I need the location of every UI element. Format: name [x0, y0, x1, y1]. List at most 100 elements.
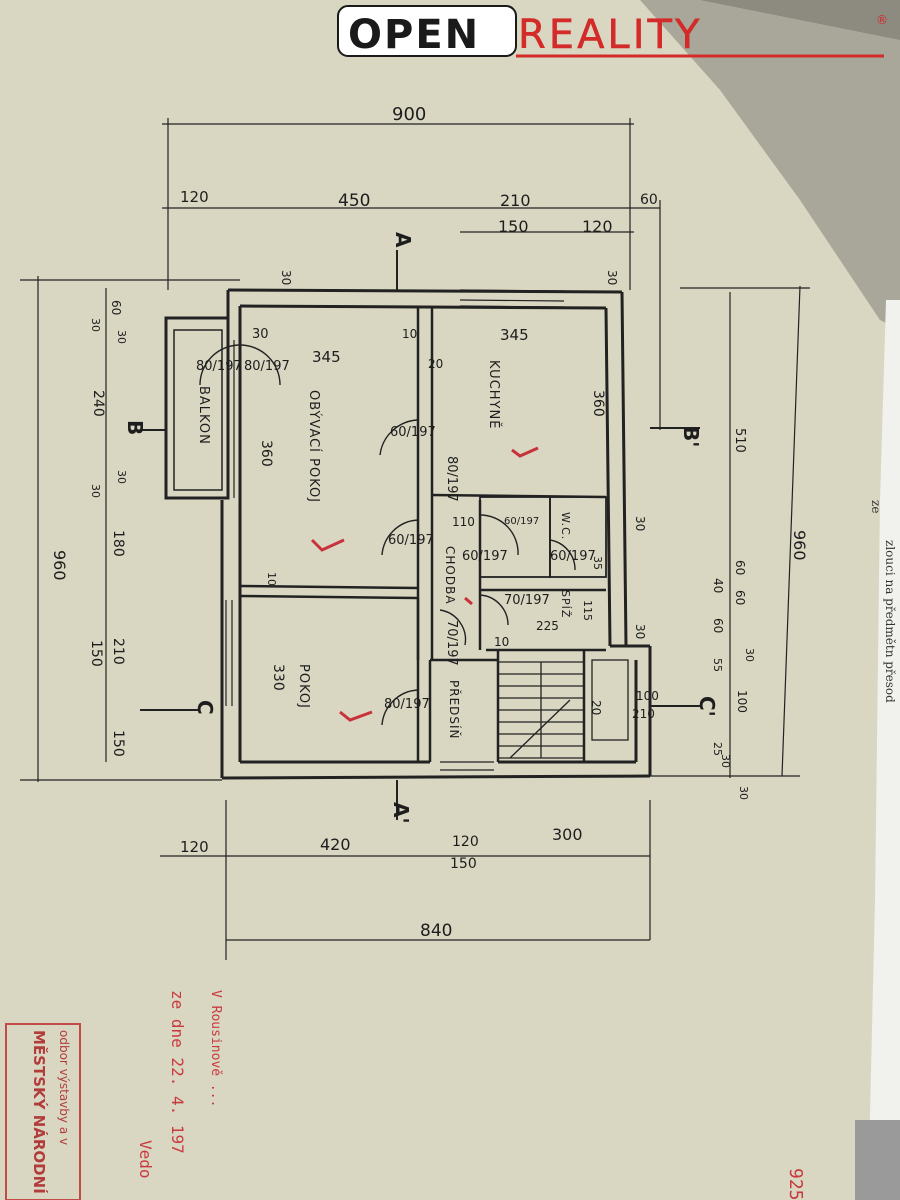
dim-wall-10a: 10: [402, 327, 417, 341]
dim-stair-20: 20: [589, 700, 603, 715]
dim-left-total: 960: [50, 550, 69, 581]
room-spiz: SPÍŽ: [559, 590, 572, 618]
dim-wall-30b: 30: [279, 270, 293, 285]
dim-top-210: 210: [500, 191, 531, 210]
door-chodba: 60/197: [462, 549, 508, 564]
dim-bottom-120b: 120: [452, 834, 479, 850]
door-kuchyne: 60/197: [390, 425, 436, 440]
right-edge-text: zlouci na předmětn přesod ze: [869, 500, 897, 703]
dim-kuchyne-height: 360: [590, 390, 606, 417]
door-balkon-b: 80/197: [244, 359, 290, 374]
door-obyvaci: 60/197: [388, 533, 434, 548]
note-line1: V Rousinově ...: [208, 990, 223, 1107]
dim-obyvaci-height: 360: [258, 440, 274, 467]
dim-top-total: 900: [392, 104, 426, 125]
dim-left-30d: 30: [89, 484, 102, 498]
dim-stair-210: 210: [632, 707, 655, 721]
dim-wall-10c: 10: [265, 572, 278, 586]
dim-left-60: 60: [109, 300, 123, 315]
dim-corridor-110: 110: [452, 515, 475, 529]
dim-top-60: 60: [640, 192, 658, 208]
dim-top-120: 120: [180, 188, 209, 206]
dim-right-25: 25: [711, 742, 724, 756]
door-koupelna: 70/197: [504, 593, 550, 608]
door-labels: 80/197 80/197 60/197 80/197 60/197 60/19…: [196, 359, 596, 712]
openreality-logo: OPEN REALITY ®: [337, 5, 888, 58]
stamp-line1: MĚSTSKÝ NÁRODNÍ: [30, 1030, 49, 1194]
dim-right-100: 100: [735, 690, 749, 713]
dim-right-30e: 30: [737, 786, 750, 800]
section-a-bottom: A': [389, 802, 413, 824]
dim-115: 115: [581, 600, 594, 621]
dim-bottom-420: 420: [320, 835, 351, 854]
right-paper-sheet: [868, 300, 900, 1200]
dim-left-30c: 30: [115, 470, 128, 484]
dim-right-total: 960: [790, 530, 809, 561]
stamp-line2: odbor výstavby a v: [57, 1030, 71, 1145]
dim-top-120b: 120: [582, 217, 613, 236]
room-predsin: PŘEDSÍŇ: [447, 680, 462, 740]
red-notes: V Rousinově ... ze dne 22. 4. 197 Vedo 9…: [136, 990, 806, 1200]
room-kuchyne: KUCHYNĚ: [486, 360, 502, 429]
dim-wall-10b: 10: [494, 635, 509, 649]
dim-right-30d: 30: [719, 754, 732, 768]
dim-wall-30a: 30: [252, 327, 269, 342]
section-c-right: C': [695, 696, 719, 717]
room-chodba: CHODBA: [443, 546, 457, 605]
door-kuchyne-b: 80/197: [444, 456, 459, 502]
dim-top-150: 150: [498, 217, 529, 236]
logo-registered: ®: [876, 13, 888, 27]
dim-pokoj-height: 330: [270, 664, 286, 691]
logo-open: OPEN: [348, 12, 480, 58]
dim-right-30c: 30: [743, 648, 756, 662]
door-swings: [199, 344, 576, 726]
section-b-right: B': [679, 426, 703, 447]
dim-kuchyne-width: 345: [500, 326, 529, 344]
door-pokoj: 80/197: [384, 697, 430, 712]
note-line2: ze dne 22. 4. 197: [168, 990, 187, 1154]
dim-right-30a: 30: [633, 516, 647, 531]
dim-left-150b: 150: [110, 730, 126, 757]
dim-left-30a: 30: [89, 318, 102, 332]
section-c-left: C: [193, 700, 217, 715]
dim-bottom-total: 840: [420, 921, 452, 941]
dim-left-240: 240: [90, 390, 106, 417]
right-edge-line-b: ze: [869, 500, 883, 513]
door-spiz: 60/197: [550, 549, 596, 564]
dim-left-210: 210: [110, 638, 126, 665]
section-b-left: B: [123, 420, 147, 435]
dim-right-60b: 60: [733, 590, 747, 605]
note-line3: Vedo: [136, 1140, 155, 1179]
red-annotation-marks: [310, 446, 539, 722]
dim-stair-100: 100: [636, 689, 659, 703]
dim-right-40: 40: [711, 578, 725, 593]
note-corner: 925: [785, 1168, 806, 1200]
interior-walls: [239, 308, 607, 762]
dim-right-60c: 60: [711, 618, 725, 633]
dimension-labels: 900 120 450 210 150 120 60 840 120 420 1…: [50, 104, 809, 941]
section-a-top: A: [391, 232, 415, 248]
dim-35: 35: [591, 556, 604, 570]
dim-obyvaci-width: 345: [312, 348, 341, 366]
dimension-lines: [20, 118, 810, 960]
office-stamp: MĚSTSKÝ NÁRODNÍ odbor výstavby a v: [5, 1023, 81, 1200]
room-wc: W.C.: [559, 512, 572, 540]
dim-left-150a: 150: [88, 640, 104, 667]
outer-walls: [220, 288, 652, 780]
right-edge-line-a: zlouci na předmětn přesod: [883, 540, 897, 703]
room-pokoj: POKOJ: [296, 664, 311, 709]
section-lines: [140, 250, 700, 820]
dim-left-180: 180: [110, 530, 126, 557]
dim-right-510: 510: [732, 428, 747, 453]
dim-right-60a: 60: [733, 560, 747, 575]
room-labels: BALKON OBÝVACÍ POKOJ KUCHYNĚ POKOJ CHODB…: [196, 360, 572, 740]
room-balkon: BALKON: [196, 386, 211, 445]
door-balkon-a: 80/197: [196, 359, 242, 374]
background-page: [640, 0, 900, 330]
dim-bottom-120: 120: [180, 838, 209, 856]
door-wc: 60/197: [504, 516, 539, 527]
dim-left-30b: 30: [115, 330, 128, 344]
dim-wall-30c: 30: [605, 270, 619, 285]
dim-top-450: 450: [338, 191, 370, 211]
